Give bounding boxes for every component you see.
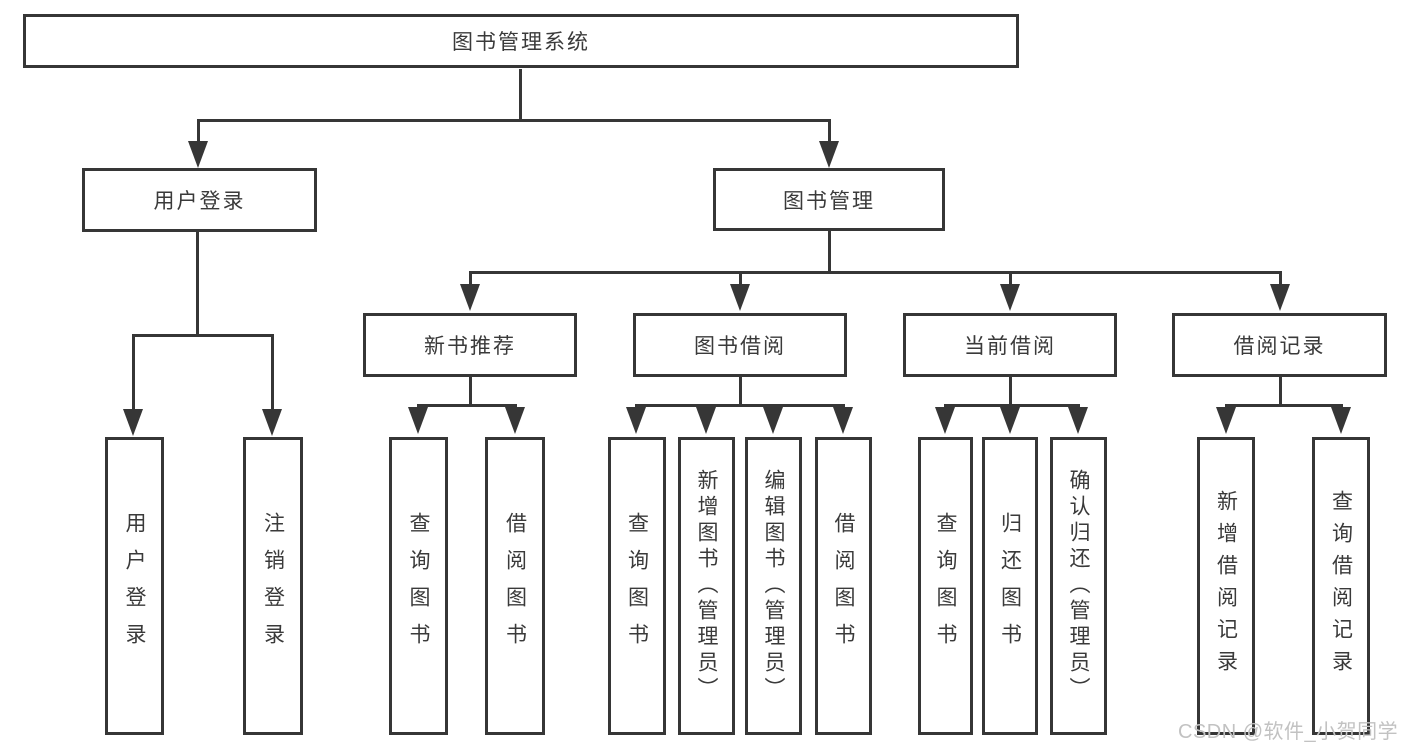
connector-bookborrow-stem	[739, 377, 742, 406]
node-root: 图书管理系统	[23, 14, 1019, 68]
arrow-bookborrow-leaf-3	[763, 407, 783, 434]
connector-root-branch	[197, 119, 831, 122]
arrow-to-user-login	[188, 141, 208, 168]
connector-book-mgmt-branch	[469, 271, 1281, 274]
connector-l3-drop-3	[1009, 271, 1012, 285]
connector-newbook-stem	[469, 377, 472, 406]
connector-l3-drop-4	[1279, 271, 1282, 285]
connector-currentborrow-stem	[1009, 377, 1012, 406]
connector-l3-drop-2	[739, 271, 742, 285]
connector-currentborrow-branch	[944, 404, 1080, 407]
leaf-borrow-book-recommend: 借阅图书	[485, 437, 545, 735]
connector-newbook-branch	[417, 404, 517, 407]
leaf-add-book-admin: 新增图书（管理员）	[678, 437, 735, 735]
connector-user-login-branch	[132, 334, 274, 337]
arrow-to-current-borrow	[1000, 284, 1020, 311]
connector-user-login-drop-1	[132, 334, 135, 412]
connector-book-mgmt-stem	[828, 231, 831, 273]
connector-user-login-drop-2	[271, 334, 274, 412]
node-current-borrow: 当前借阅	[903, 313, 1117, 377]
leaf-user-login: 用户登录	[105, 437, 164, 735]
arrow-borrowrecords-leaf-1	[1216, 407, 1236, 434]
arrow-to-borrow-records	[1270, 284, 1290, 311]
arrow-bookborrow-leaf-4	[833, 407, 853, 434]
arrow-to-new-book-recommend	[460, 284, 480, 311]
connector-l3-drop-1	[469, 271, 472, 285]
csdn-watermark: CSDN @软件_小贺同学	[1178, 721, 1399, 743]
connector-user-login-stem	[196, 232, 199, 336]
arrow-currentborrow-leaf-1	[935, 407, 955, 434]
arrow-currentborrow-leaf-3	[1068, 407, 1088, 434]
connector-root-stem	[519, 69, 522, 120]
arrow-to-leaf-logout	[262, 409, 282, 436]
connector-bookborrow-branch	[635, 404, 845, 407]
arrow-borrowrecords-leaf-2	[1331, 407, 1351, 434]
connector-borrowrecords-stem	[1279, 377, 1282, 406]
node-user-login: 用户登录	[82, 168, 317, 232]
arrow-to-book-borrow	[730, 284, 750, 311]
leaf-add-borrow-record: 新增借阅记录	[1197, 437, 1255, 735]
leaf-borrow-book: 借阅图书	[815, 437, 872, 735]
arrow-to-book-management	[819, 141, 839, 168]
leaf-search-book-borrow: 查询图书	[608, 437, 666, 735]
arrow-bookborrow-leaf-1	[626, 407, 646, 434]
leaf-search-book-current: 查询图书	[918, 437, 973, 735]
node-borrow-records: 借阅记录	[1172, 313, 1387, 377]
node-book-borrow: 图书借阅	[633, 313, 847, 377]
arrow-newbook-leaf-1	[408, 407, 428, 434]
node-new-book-recommend: 新书推荐	[363, 313, 577, 377]
leaf-return-book: 归还图书	[982, 437, 1038, 735]
node-book-management: 图书管理	[713, 168, 945, 231]
leaf-edit-book-admin: 编辑图书（管理员）	[745, 437, 802, 735]
arrow-newbook-leaf-2	[505, 407, 525, 434]
arrow-to-leaf-user-login	[123, 409, 143, 436]
leaf-search-borrow-record: 查询借阅记录	[1312, 437, 1370, 735]
arrow-bookborrow-leaf-2	[696, 407, 716, 434]
arrow-currentborrow-leaf-2	[1000, 407, 1020, 434]
leaf-logout: 注销登录	[243, 437, 303, 735]
connector-root-right-drop	[828, 119, 831, 144]
connector-root-left-drop	[197, 119, 200, 144]
leaf-search-book-recommend: 查询图书	[389, 437, 448, 735]
connector-borrowrecords-branch	[1225, 404, 1343, 407]
leaf-confirm-return-admin: 确认归还（管理员）	[1050, 437, 1107, 735]
